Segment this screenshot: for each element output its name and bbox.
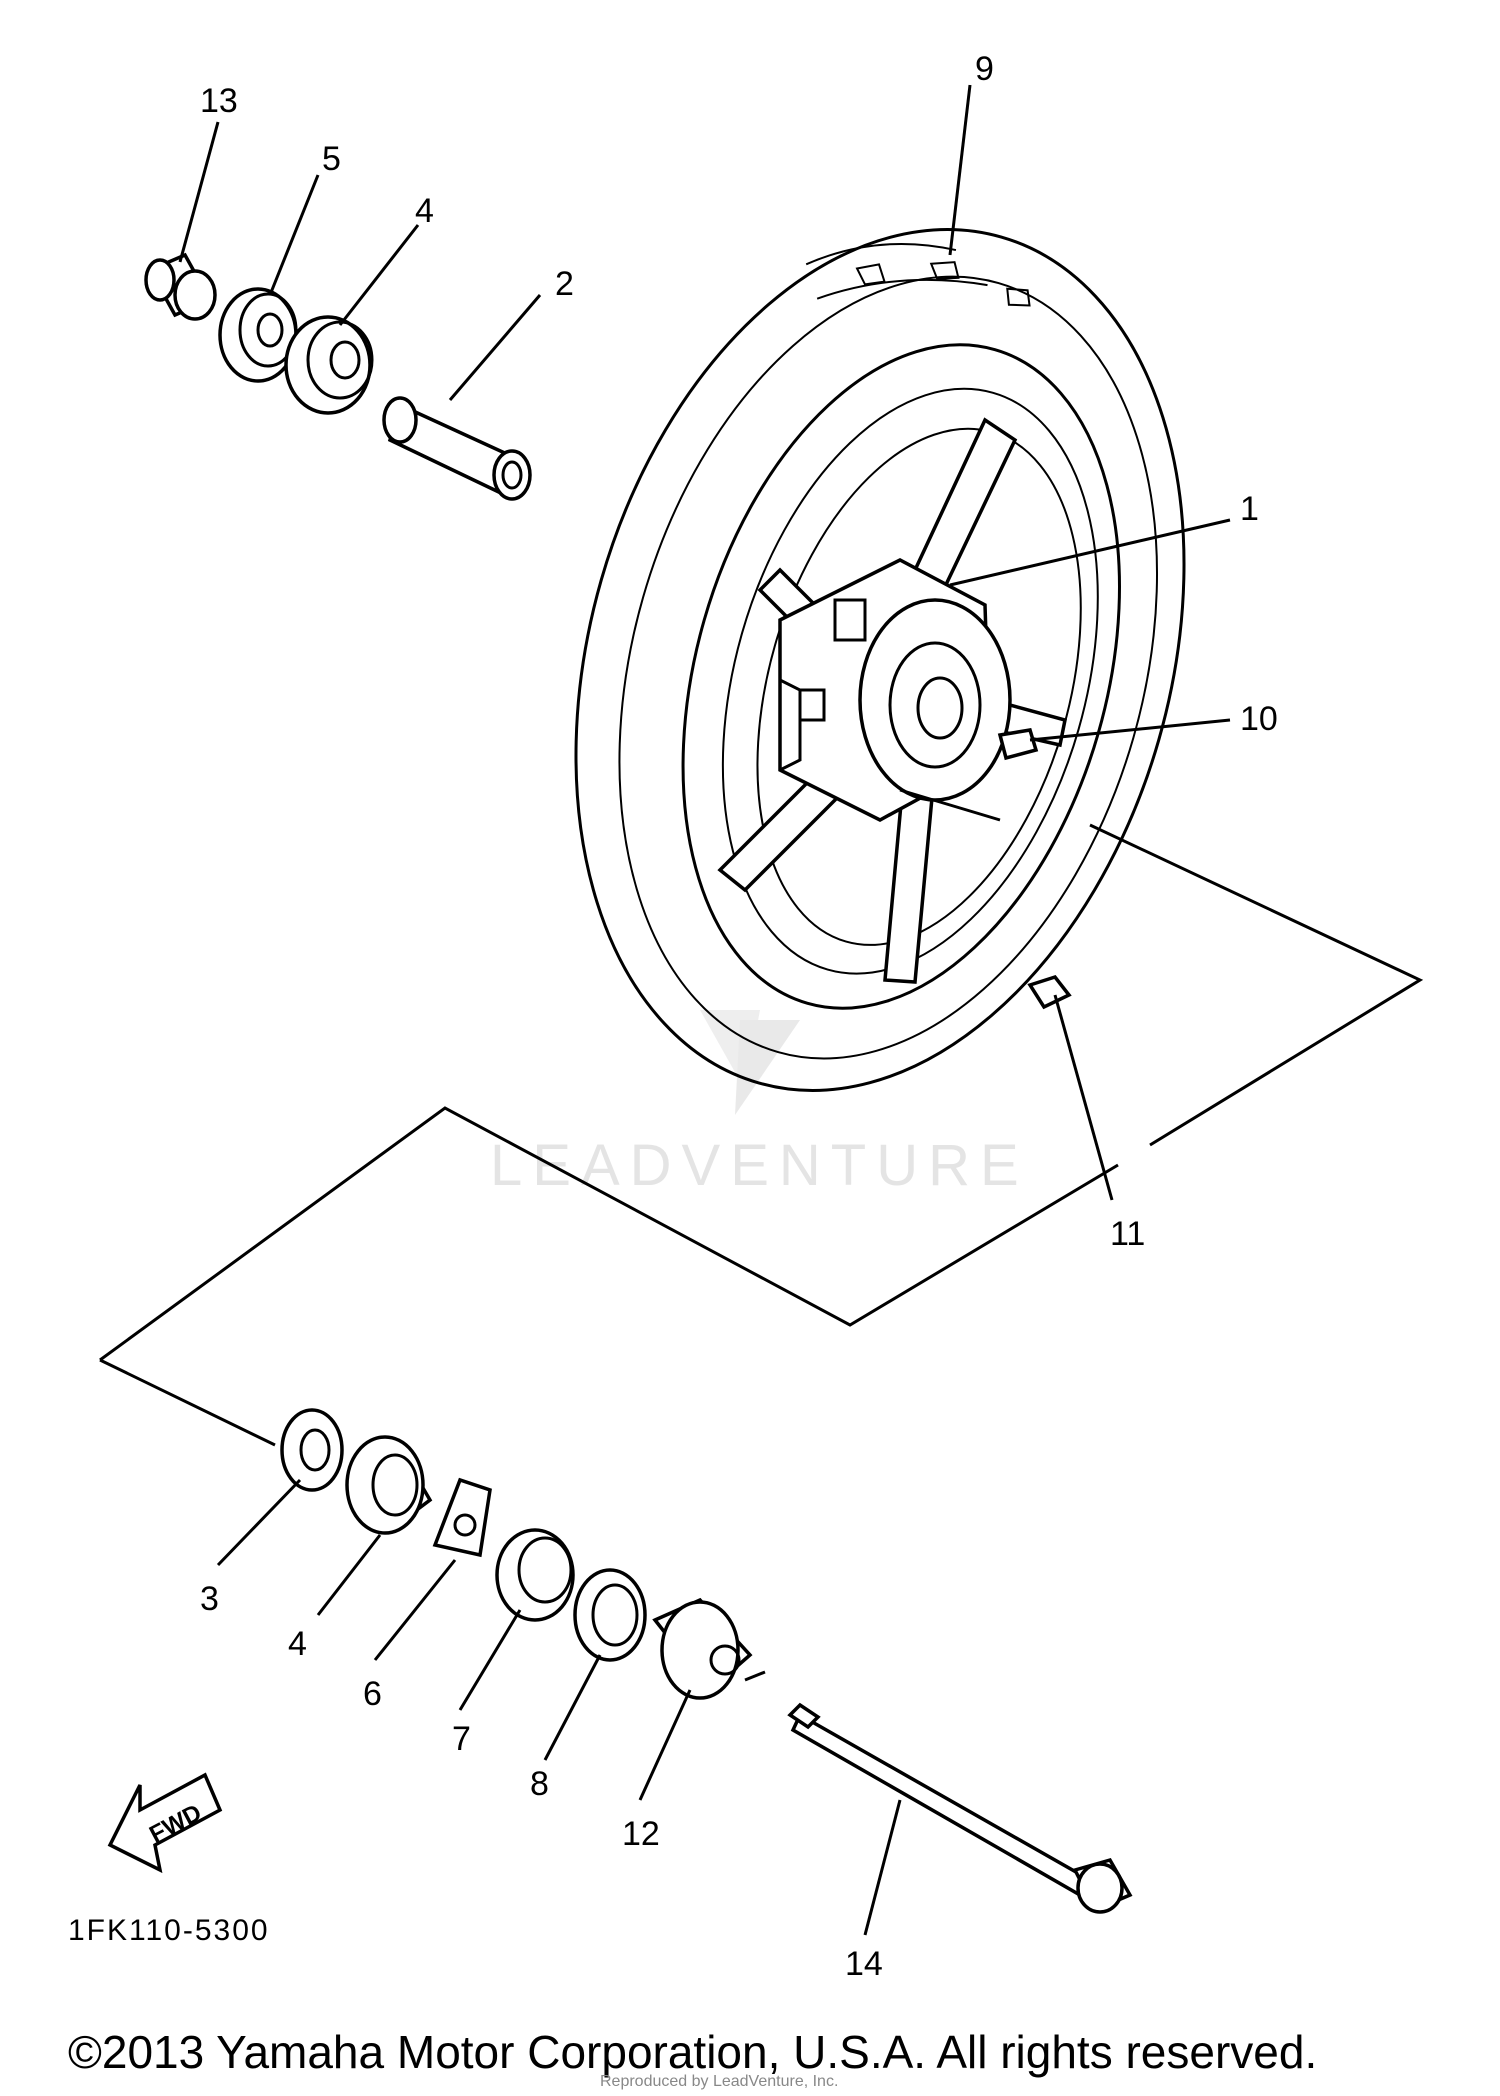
tire-outer [574, 228, 1186, 1092]
air-valve [997, 728, 1039, 761]
callout-3: 3 [200, 1580, 219, 1618]
reproduced-note: Reproduced by LeadVenture, Inc. [600, 2073, 838, 2090]
forward-arrow-icon: FWD [107, 1772, 223, 1874]
balance-weight [1027, 974, 1072, 1010]
part-13-collar [144, 252, 217, 321]
leader-lines [178, 84, 1231, 1936]
tire-inner [618, 275, 1159, 1060]
callout-5: 5 [322, 140, 341, 178]
leadventure-watermark: LEADVENTURE [490, 1010, 1029, 1198]
part-14-axle [787, 1702, 1133, 1914]
wheel-hub [778, 558, 1012, 822]
part-12-meter-gear-unit [652, 1597, 766, 1700]
wheel-assembly [574, 228, 1186, 1092]
copyright-notice: ©2013 Yamaha Motor Corporation, U.S.A. A… [68, 2026, 1317, 2078]
callout-8: 8 [530, 1765, 549, 1803]
callout-10: 10 [1240, 700, 1278, 738]
part-8-ring [573, 1568, 647, 1662]
part-3-collar-washer [280, 1408, 344, 1492]
part-4-bearing-upper [284, 315, 374, 415]
part-4-bearing-lower [345, 1435, 433, 1535]
part-2-spacer [382, 396, 532, 501]
callout-labels: 13 5 4 2 9 1 10 11 3 4 6 7 8 12 14 [200, 50, 1278, 1983]
assembly-reference-lines [99, 788, 1424, 1447]
part-7-oil-seal [495, 1528, 575, 1622]
callout-1: 1 [1240, 490, 1259, 528]
callout-13: 13 [200, 82, 238, 120]
rim-inner [721, 387, 1099, 975]
callout-14: 14 [845, 1945, 883, 1983]
callout-4-upper: 4 [415, 192, 434, 230]
diagram-part-number: 1FK110-5300 [68, 1914, 270, 1947]
callout-2: 2 [555, 265, 574, 303]
callout-12: 12 [622, 1815, 660, 1853]
callout-6: 6 [363, 1675, 382, 1713]
part-6-retainer [432, 1477, 492, 1558]
tire-tread [805, 243, 1031, 307]
callout-7: 7 [452, 1720, 471, 1758]
callout-9: 9 [975, 50, 994, 88]
part-5-oil-seal [218, 287, 298, 383]
callout-4-lower: 4 [288, 1625, 307, 1663]
callout-11: 11 [1110, 1215, 1145, 1253]
watermark-text: LEADVENTURE [490, 1133, 1029, 1198]
